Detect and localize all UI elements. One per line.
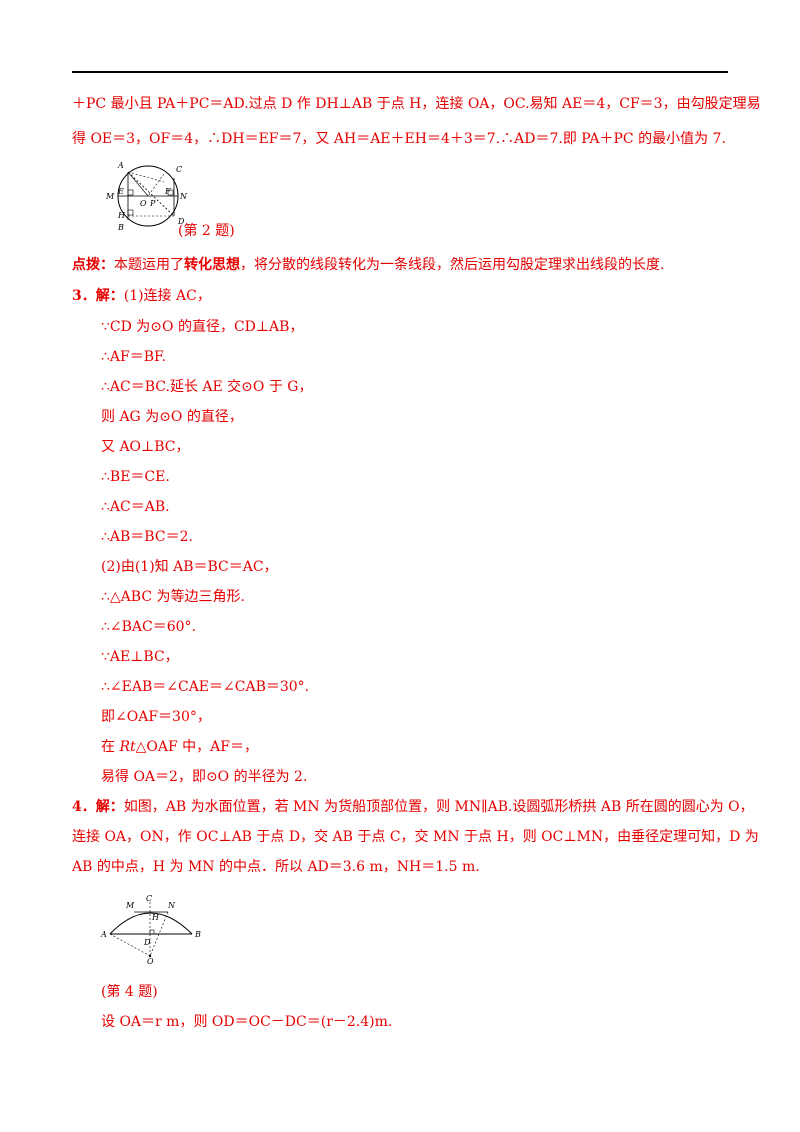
fig2-label-f: F — [164, 187, 171, 196]
q3-step-15: 在 Rt△OAF 中，AF＝， — [101, 738, 258, 756]
figure-2-circle-diagram: A C M E F N O P H D B — [105, 161, 188, 232]
q3-step-15-c: △OAF 中，AF＝， — [135, 739, 258, 755]
q3-step-6: ∴BE＝CE. — [101, 469, 170, 485]
q4-text-1: 如图，AB 为水面位置，若 MN 为货船顶部位置，则 MN∥AB.设圆弧形桥拱 … — [123, 799, 754, 815]
fig2-label-c: C — [176, 165, 182, 174]
q3-step-15-a: 在 — [101, 739, 120, 755]
figure-4-caption: (第 4 题) — [101, 984, 158, 1000]
q3-step-13: ∴∠EAB＝∠CAE＝∠CAB＝30°. — [101, 679, 310, 695]
q4-label: 4．解： — [72, 799, 124, 815]
tip-text-c: ，将分散的线段转化为一条线段，然后运用勾股定理求出线段的长度. — [240, 257, 665, 273]
header-rule — [72, 71, 728, 73]
fig4-label-h: H — [151, 913, 160, 922]
q4-line-1: 4．解：如图，AB 为水面位置，若 MN 为货船顶部位置，则 MN∥AB.设圆弧… — [72, 798, 754, 816]
q3-step-14: 即∠OAF＝30°， — [101, 709, 211, 725]
q3-step-11: ∴∠BAC＝60°. — [101, 619, 197, 635]
fig2-label-m: M — [105, 192, 115, 201]
q3-first-line: 3．解：(1)连接 AC， — [72, 287, 211, 305]
fig4-label-d: D — [143, 938, 151, 947]
q3-step-12: ∵AE⊥BC， — [101, 649, 179, 665]
fig2-label-p: P — [149, 199, 156, 208]
q3-step-4: 则 AG 为⊙O 的直径， — [101, 409, 243, 425]
fig2-label-o: O — [140, 199, 147, 208]
fig4-label-b: B — [194, 930, 201, 939]
tip-text-a: 本题运用了 — [114, 257, 184, 273]
q3-step-5: 又 AO⊥BC， — [101, 439, 190, 455]
q3-step-2: ∴AF＝BF. — [101, 349, 167, 365]
figure-2-caption: (第 2 题) — [178, 223, 235, 239]
fig4-label-m: M — [125, 901, 135, 910]
q3-label: 3．解： — [72, 288, 124, 304]
fig2-label-d: D — [177, 217, 185, 226]
q3-step-9: (2)由(1)知 AB＝BC＝AC， — [101, 559, 278, 575]
fig4-label-a: A — [100, 930, 107, 939]
q4-line-2: 连接 OA，ON，作 OC⊥AB 于点 D，交 AB 于点 C，交 MN 于点 … — [72, 829, 759, 845]
fig2-label-e: E — [117, 187, 124, 196]
fig2-label-n: N — [179, 192, 188, 201]
fig2-label-a: A — [117, 161, 124, 170]
tip-keyword: 转化思想 — [184, 257, 240, 273]
q3-first-text: (1)连接 AC， — [123, 288, 211, 304]
fig2-label-h: H — [117, 211, 126, 220]
tip-line: 点拨：本题运用了转化思想，将分散的线段转化为一条线段，然后运用勾股定理求出线段的… — [72, 256, 664, 274]
q3-step-1: ∵CD 为⊙O 的直径，CD⊥AB， — [101, 319, 304, 335]
fig2-label-b: B — [117, 223, 124, 232]
q3-step-10: ∴△ABC 为等边三角形. — [101, 589, 245, 605]
q3-step-3: ∴AC＝BC.延长 AE 交⊙O 于 G， — [101, 379, 313, 395]
q4-line-3: AB 的中点，H 为 MN 的中点．所以 AD＝3.6 m，NH＝1.5 m. — [72, 859, 480, 875]
fig4-label-n: N — [167, 901, 176, 910]
solution-line-2: 得 OE＝3，OF＝4，∴DH＝EF＝7，又 AH＝AE＋EH＝4＋3＝7.∴A… — [72, 131, 726, 147]
q3-step-7: ∴AC＝AB. — [101, 499, 170, 515]
fig4-label-c: C — [146, 894, 152, 903]
figure-4-arch-diagram: M C N H A D B O — [100, 894, 201, 964]
solution-line-1: ＋PC 最小且 PA＋PC＝AD.过点 D 作 DH⊥AB 于点 H，连接 OA… — [72, 96, 761, 112]
q3-step-16: 易得 OA＝2，即⊙O 的半径为 2. — [101, 769, 308, 785]
q3-step-8: ∴AB＝BC＝2. — [101, 529, 193, 545]
fig4-label-o: O — [147, 957, 154, 964]
q3-step-15-rt: Rt — [119, 739, 136, 755]
tip-label: 点拨： — [72, 257, 114, 273]
q4-last-line: 设 OA＝r m，则 OD＝OC－DC＝(r－2.4)m. — [101, 1014, 393, 1030]
